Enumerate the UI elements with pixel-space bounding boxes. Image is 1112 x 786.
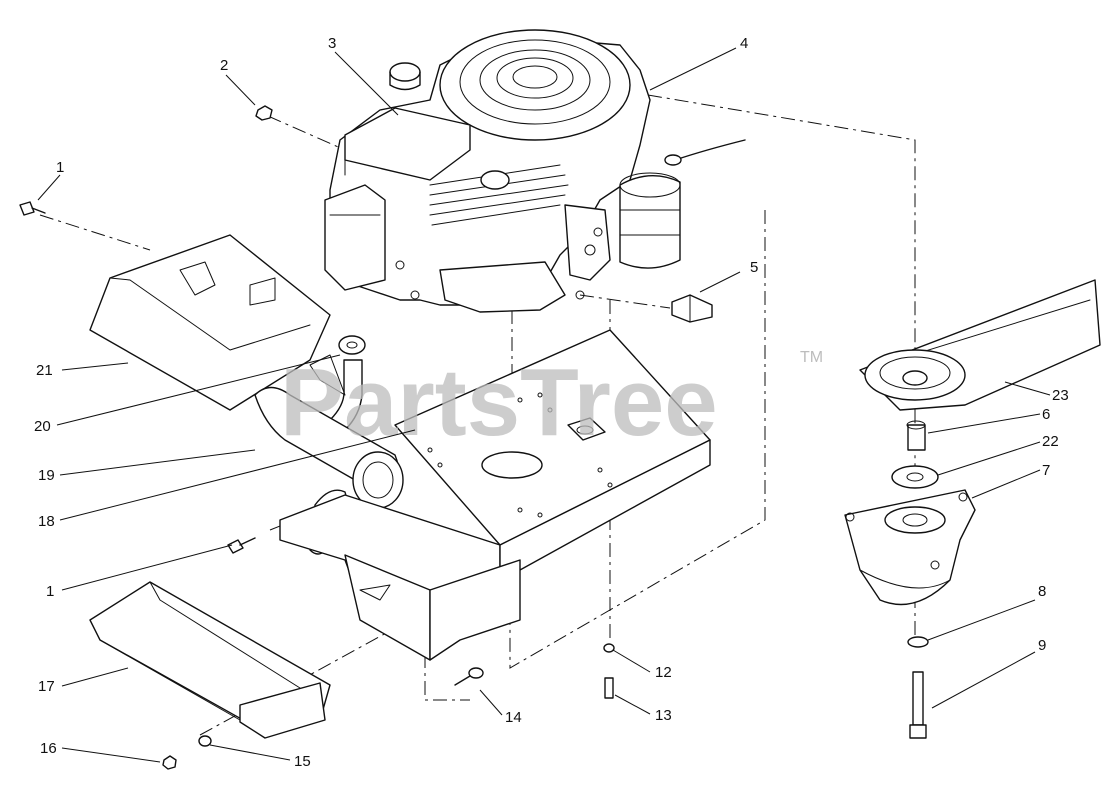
callout-21: 21 [36,362,53,379]
callout-8: 8 [1038,583,1046,600]
heat-shield [89,234,331,411]
callout-17: 17 [38,678,55,695]
callout-20: 20 [34,418,51,435]
washer-8 [907,636,929,648]
fasteners-12-13 [603,643,615,699]
callout-1-bottom: 1 [46,583,54,600]
callout-18: 18 [38,513,55,530]
callout-19: 19 [38,467,55,484]
callout-15: 15 [294,753,311,770]
callout-16: 16 [40,740,57,757]
sensor-switch [579,294,713,323]
bolt-9 [909,671,927,739]
callout-labels: 1 2 3 4 5 21 20 19 18 1 17 16 15 14 13 1… [34,35,1069,770]
bolt-lower [227,537,256,554]
bolt-upper [19,201,46,216]
engine [324,29,746,313]
spacer-6 [906,420,926,451]
leader-lines [37,47,1051,763]
callout-5: 5 [750,259,758,276]
bumper [89,581,331,739]
callout-2: 2 [220,57,228,74]
clutch [844,489,976,606]
callout-9: 9 [1038,637,1046,654]
watermark: PartsTree [280,349,718,456]
callout-3: 3 [328,35,336,52]
callout-22: 22 [1042,433,1059,450]
fasteners-15-16 [162,735,212,770]
frame-deck [279,329,711,661]
callout-23: 23 [1052,387,1069,404]
watermark-tm: TM [800,349,823,366]
nut-2 [255,105,273,121]
callout-13: 13 [655,707,672,724]
belt-pulley [859,279,1101,411]
callout-14: 14 [505,709,522,726]
washer-22 [891,465,939,489]
callout-12: 12 [655,664,672,681]
callout-1-top: 1 [56,159,64,176]
callout-7: 7 [1042,462,1050,479]
callout-6: 6 [1042,406,1050,423]
callout-4: 4 [740,35,748,52]
bolt-14 [454,667,484,686]
